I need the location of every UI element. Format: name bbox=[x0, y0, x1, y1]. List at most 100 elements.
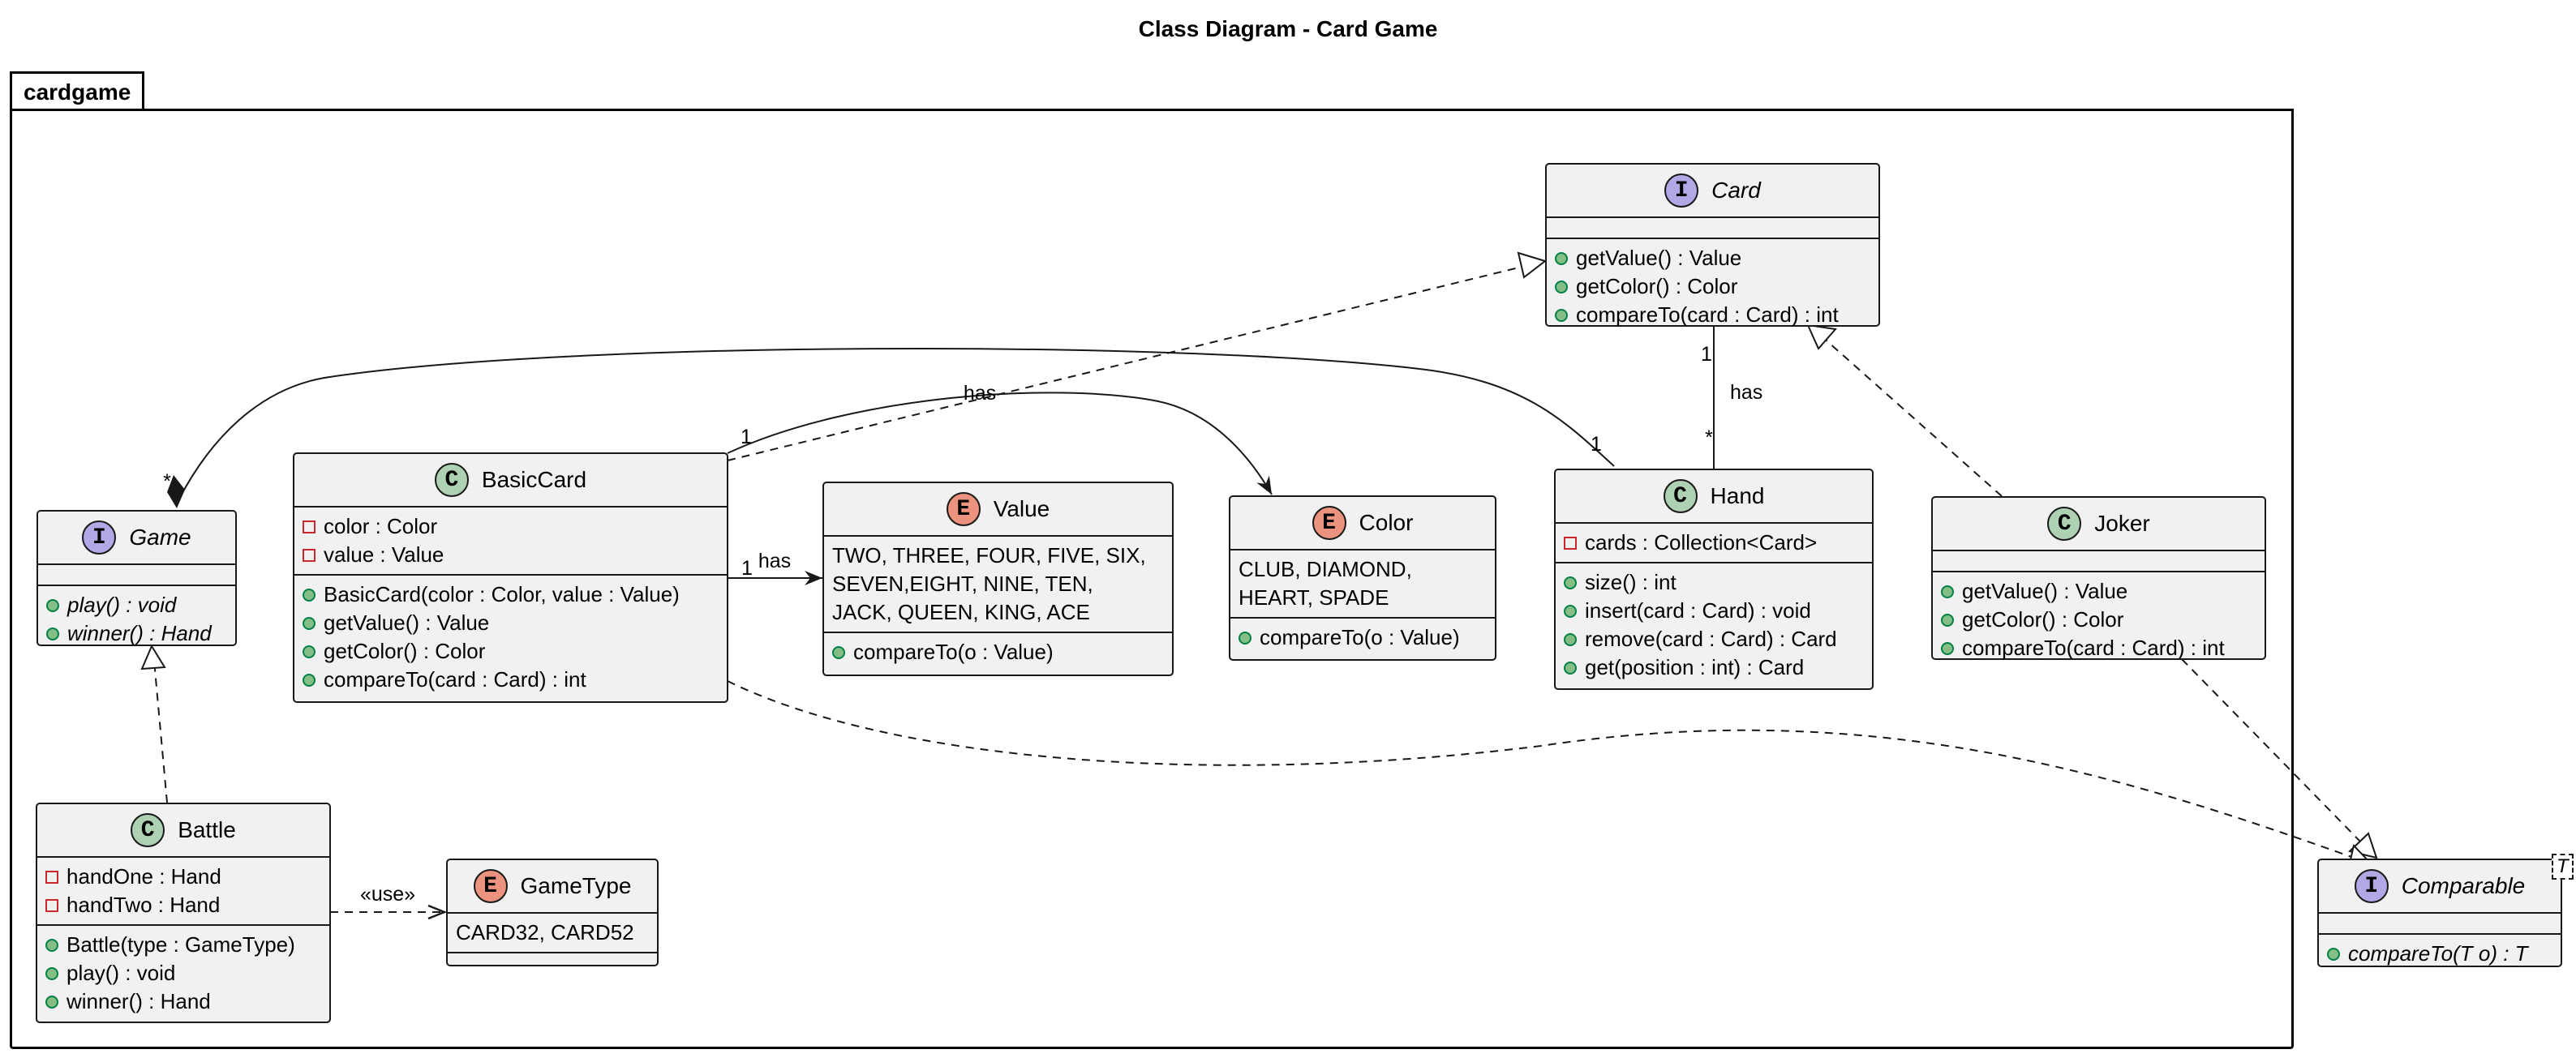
enum-icon: E bbox=[1312, 506, 1346, 540]
public-method-icon bbox=[1564, 576, 1577, 589]
field: color : Color bbox=[324, 514, 438, 538]
edge-battle-game bbox=[153, 660, 168, 803]
mult-hand: 1 bbox=[1591, 433, 1602, 456]
interface-icon: I bbox=[2354, 869, 2389, 903]
class-hand[interactable]: C Hand cards : Collection<Card> size() : … bbox=[1554, 469, 1874, 690]
realization-arrowhead bbox=[1517, 251, 1548, 279]
mult-value: 1 bbox=[741, 557, 753, 580]
method: getValue() : Value bbox=[1962, 579, 2128, 603]
method: winner() : Hand bbox=[67, 989, 211, 1013]
method: play() : void bbox=[67, 961, 176, 985]
label-has-card: has bbox=[1730, 381, 1762, 404]
private-field-icon bbox=[303, 520, 316, 533]
method: play() : void bbox=[67, 593, 177, 617]
enum-gametype[interactable]: E GameType CARD32, CARD52 bbox=[446, 859, 659, 966]
label-has-value: has bbox=[758, 550, 791, 572]
class-basiccard[interactable]: C BasicCard color : Color value : Value B… bbox=[293, 452, 728, 703]
mult-card: 1 bbox=[1701, 343, 1712, 366]
enum-constants: CLUB, DIAMOND, bbox=[1239, 557, 1412, 581]
edge-game-hand bbox=[178, 347, 1615, 501]
private-field-icon bbox=[303, 548, 316, 562]
class-name: Hand bbox=[1710, 483, 1765, 508]
class-name: Color bbox=[1359, 510, 1414, 535]
method: size() : int bbox=[1585, 570, 1677, 594]
public-method-icon bbox=[1564, 632, 1577, 646]
method: Battle(type : GameType) bbox=[67, 932, 295, 957]
label-use: «use» bbox=[360, 883, 415, 906]
class-icon: C bbox=[2047, 507, 2082, 541]
method: get(position : int) : Card bbox=[1585, 655, 1805, 679]
class-name: Card bbox=[1711, 178, 1761, 203]
class-name: BasicCard bbox=[481, 467, 587, 492]
field: value : Value bbox=[324, 542, 444, 567]
class-name: Battle bbox=[178, 817, 236, 842]
enum-icon: E bbox=[946, 492, 981, 526]
public-method-icon bbox=[45, 995, 58, 1009]
public-method-icon bbox=[1564, 604, 1577, 618]
label-has-color: has bbox=[964, 382, 996, 405]
enum-constants: CARD32, CARD52 bbox=[456, 920, 634, 944]
private-field-icon bbox=[45, 898, 58, 912]
method: compareTo(card : Card) : int bbox=[1576, 302, 1839, 327]
public-method-icon bbox=[1555, 280, 1568, 293]
method: compareTo(T o) : T bbox=[2348, 941, 2528, 966]
package-tab: cardgame bbox=[10, 71, 145, 109]
method: compareTo(o : Value) bbox=[853, 640, 1054, 664]
public-method-icon bbox=[1239, 631, 1252, 645]
public-method-icon bbox=[2327, 947, 2340, 961]
enum-constants: HEART, SPADE bbox=[1239, 585, 1389, 610]
public-method-icon bbox=[45, 966, 58, 980]
method: getColor() : Color bbox=[324, 639, 486, 663]
method: getValue() : Value bbox=[1576, 246, 1742, 270]
public-method-icon bbox=[46, 627, 59, 640]
private-field-icon bbox=[1564, 536, 1577, 550]
enum-icon: E bbox=[473, 869, 508, 903]
class-name: Comparable bbox=[2401, 873, 2526, 898]
method: getColor() : Color bbox=[1962, 607, 2124, 632]
method: winner() : Hand bbox=[67, 621, 212, 645]
public-method-icon bbox=[832, 645, 845, 659]
interface-comparable[interactable]: I Comparable compareTo(T o) : T bbox=[2317, 859, 2562, 967]
class-icon: C bbox=[1663, 479, 1698, 513]
enum-constants: TWO, THREE, FOUR, FIVE, SIX, bbox=[832, 543, 1146, 568]
class-name: GameType bbox=[520, 873, 632, 898]
interface-card[interactable]: I Card getValue() : Value getColor() : Co… bbox=[1545, 163, 1880, 327]
interface-icon: I bbox=[1664, 173, 1699, 208]
composition-diamond bbox=[167, 475, 185, 508]
package-cardgame bbox=[10, 109, 2294, 1049]
method: compareTo(card : Card) : int bbox=[1962, 636, 2225, 660]
realization-arrowhead bbox=[140, 644, 166, 670]
class-name: Joker bbox=[2094, 511, 2150, 536]
mult-color: 1 bbox=[741, 426, 752, 448]
class-joker[interactable]: C Joker getValue() : Value getColor() : C… bbox=[1931, 496, 2266, 660]
edge-joker-card bbox=[1820, 335, 2003, 497]
field: handTwo : Hand bbox=[67, 893, 221, 917]
enum-constants: JACK, QUEEN, KING, ACE bbox=[832, 600, 1090, 624]
edge-basiccard-comparable bbox=[727, 680, 2355, 859]
method: compareTo(card : Card) : int bbox=[324, 667, 586, 692]
public-method-icon bbox=[1941, 641, 1954, 655]
edge-basiccard-card bbox=[727, 264, 1530, 461]
method: remove(card : Card) : Card bbox=[1585, 627, 1837, 651]
public-method-icon bbox=[303, 588, 316, 602]
method: compareTo(o : Value) bbox=[1260, 625, 1460, 649]
field: cards : Collection<Card> bbox=[1585, 530, 1818, 555]
diagram-title: Class Diagram - Card Game bbox=[1138, 16, 1438, 41]
mult-hand-star: * bbox=[1705, 426, 1713, 449]
public-method-icon bbox=[1555, 308, 1568, 322]
method: insert(card : Card) : void bbox=[1585, 598, 1811, 623]
public-method-icon bbox=[1564, 661, 1577, 675]
method: getColor() : Color bbox=[1576, 274, 1738, 298]
enum-color[interactable]: E Color CLUB, DIAMOND, HEART, SPADE compa… bbox=[1229, 495, 1496, 661]
class-icon: C bbox=[434, 463, 469, 497]
method: getValue() : Value bbox=[324, 610, 490, 635]
edge-basiccard-color bbox=[727, 392, 1273, 495]
realization-arrowhead bbox=[1806, 323, 1837, 350]
class-name: Game bbox=[129, 525, 191, 550]
method: BasicCard(color : Color, value : Value) bbox=[324, 582, 680, 606]
public-method-icon bbox=[303, 673, 316, 687]
